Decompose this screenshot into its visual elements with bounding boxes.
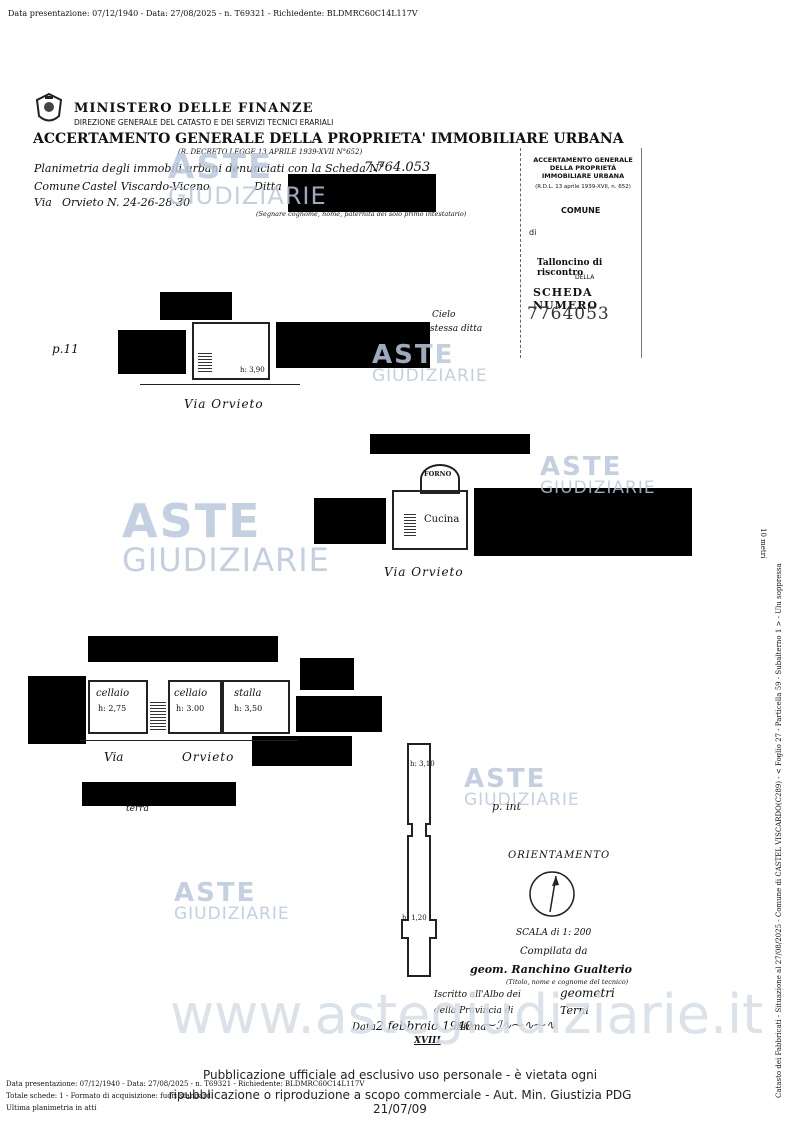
height-corridor-b: h: 1,20 <box>402 914 427 922</box>
corridor-plan <box>401 743 437 977</box>
street-label-2: Via Orvieto <box>384 565 464 579</box>
iscritto-label: Iscritto all'Albo dei <box>434 990 521 1000</box>
street-label-3b: Orvieto <box>182 750 235 764</box>
redaction-p2-left <box>314 498 386 544</box>
date-label: Data <box>352 1022 376 1033</box>
redaction-owner <box>288 174 436 212</box>
stairs-plan3 <box>150 700 166 730</box>
notice-line-1: Pubblicazione ufficiale ad esclusivo uso… <box>202 1068 598 1082</box>
label-room-2: cellaio <box>174 688 208 699</box>
height-room-3: h: 3,50 <box>234 704 263 713</box>
compilata-label: Compilata da <box>520 946 588 957</box>
year-roman: XVIII <box>414 1036 441 1046</box>
footer-line-3: Ultima planimetria in atti <box>6 1104 97 1112</box>
height-room-1: h: 2,75 <box>98 704 127 713</box>
scale-label: SCALA di 1: 200 <box>516 928 592 938</box>
technician-name: geom. Ranchino Gualterio <box>470 963 632 976</box>
via-label: Via <box>34 196 52 209</box>
footer-line-2: Totale schede: 1 - Formato di acquisizio… <box>6 1092 211 1100</box>
emblem-icon <box>34 92 64 126</box>
date-value: 2 febbraio 1940 <box>376 1019 473 1033</box>
room-cellaio-2 <box>168 680 222 734</box>
room-cellaio-1 <box>88 680 148 734</box>
planimetry-line: Planimetria degli immobili urbani denunc… <box>34 162 385 175</box>
tagliando-di: di <box>529 228 537 237</box>
via-value: Orvieto N. 24-26-28-30 <box>62 196 191 209</box>
tagliando-header: ACCERTAMENTO GENERALE DELLA PROPRIETÀ IM… <box>533 156 633 180</box>
tagliando-box: ACCERTAMENTO GENERALE DELLA PROPRIETÀ IM… <box>520 148 642 358</box>
side-cadastre-text: Catasto dei Fabbricati - Situazione al 2… <box>775 563 783 1098</box>
label-forno: FORNO <box>424 470 452 478</box>
oven-shape <box>420 464 460 494</box>
presentation-header: Data presentazione: 07/12/1940 - Data: 2… <box>8 9 418 18</box>
compass-icon <box>529 871 575 917</box>
redaction-p2-right <box>474 488 692 556</box>
street-label-3a: Via <box>104 750 124 764</box>
comune-label: Comune <box>34 180 81 193</box>
stairs-plan2 <box>404 512 416 536</box>
ministry-subtitle: DIREZIONE GENERALE DEL CATASTO E DEI SER… <box>74 118 334 127</box>
tagliando-scheda: SCHEDA NUMERO <box>533 286 598 312</box>
label-p11: p.11 <box>52 342 79 356</box>
street-line-3 <box>80 740 298 741</box>
room-plan1 <box>192 322 270 380</box>
street-label-1: Via Orvieto <box>184 397 264 411</box>
tagliando-numero: 7764053 <box>527 304 610 324</box>
height-corridor-a: h: 3,10 <box>410 760 435 768</box>
technician-note: (Titolo, nome e cognome del tecnico) <box>506 978 629 986</box>
label-room-3: stalla <box>234 688 262 699</box>
tagliando-della: DELLA <box>575 274 595 281</box>
provincia-value: Terni <box>560 1004 589 1017</box>
watermark-site: www.astegiudiziarie.it <box>170 983 764 1046</box>
scale-metri: 10 metri <box>759 528 767 559</box>
redaction-p3-left <box>28 676 86 744</box>
form-note: (Segnare cognome, nome, paternità del so… <box>256 210 467 218</box>
stairs-plan1 <box>198 352 212 372</box>
room-stalla <box>222 680 290 734</box>
label-stessa-ditta: stessa ditta <box>430 324 483 334</box>
albo-value: geometri <box>560 986 615 1000</box>
redaction-p1-top <box>160 292 232 320</box>
height-plan1: h: 3,90 <box>240 366 265 374</box>
tagliando-decree: (R.D.L. 13 aprile 1939-XVII, n. 652) <box>535 184 631 190</box>
redaction-p3-r1 <box>300 658 354 690</box>
notice-line-2: ripubblicazione o riproduzione a scopo c… <box>168 1088 632 1116</box>
redaction-p3-bottom <box>82 782 236 806</box>
tagliando-comune: COMUNE <box>561 206 601 215</box>
street-line-1 <box>140 384 300 385</box>
redaction-p3-r3 <box>252 736 352 766</box>
firma-label: Firma <box>456 1022 487 1033</box>
scheda-number: 7.764.053 <box>364 160 431 175</box>
label-room-1: cellaio <box>96 688 130 699</box>
label-cucina: Cucina <box>424 514 460 525</box>
provincia-label: della Provincia di <box>434 1006 514 1016</box>
label-terra: terra <box>126 804 149 814</box>
redaction-p3-top <box>88 636 278 662</box>
label-p-int: p. int <box>492 800 522 813</box>
tagliando-title: Talloncino di riscontro <box>537 258 603 278</box>
redaction-p1-left <box>118 330 186 374</box>
redaction-p3-r2 <box>296 696 382 732</box>
signature: ⁓ℐ∿⁓∿⁓∿ <box>484 1018 556 1032</box>
ministry-title: MINISTERO DELLE FINANZE <box>74 101 314 116</box>
comune-value: Castel Viscardo-Viceno <box>82 180 210 193</box>
label-cielo: Cielo <box>432 310 456 320</box>
redaction-p2-top <box>370 434 530 454</box>
footer-line-1: Data presentazione: 07/12/1940 - Data: 2… <box>6 1080 365 1088</box>
main-title: ACCERTAMENTO GENERALE DELLA PROPRIETA' I… <box>33 131 624 147</box>
orientamento-label: ORIENTAMENTO <box>508 850 611 861</box>
decree-text: (R. DECRETO LEGGE 13 APRILE 1939-XVII N°… <box>178 148 363 156</box>
height-room-2: h: 3.00 <box>176 704 205 713</box>
redaction-p1-right <box>276 322 430 368</box>
ditta-label: Ditta <box>254 180 282 193</box>
